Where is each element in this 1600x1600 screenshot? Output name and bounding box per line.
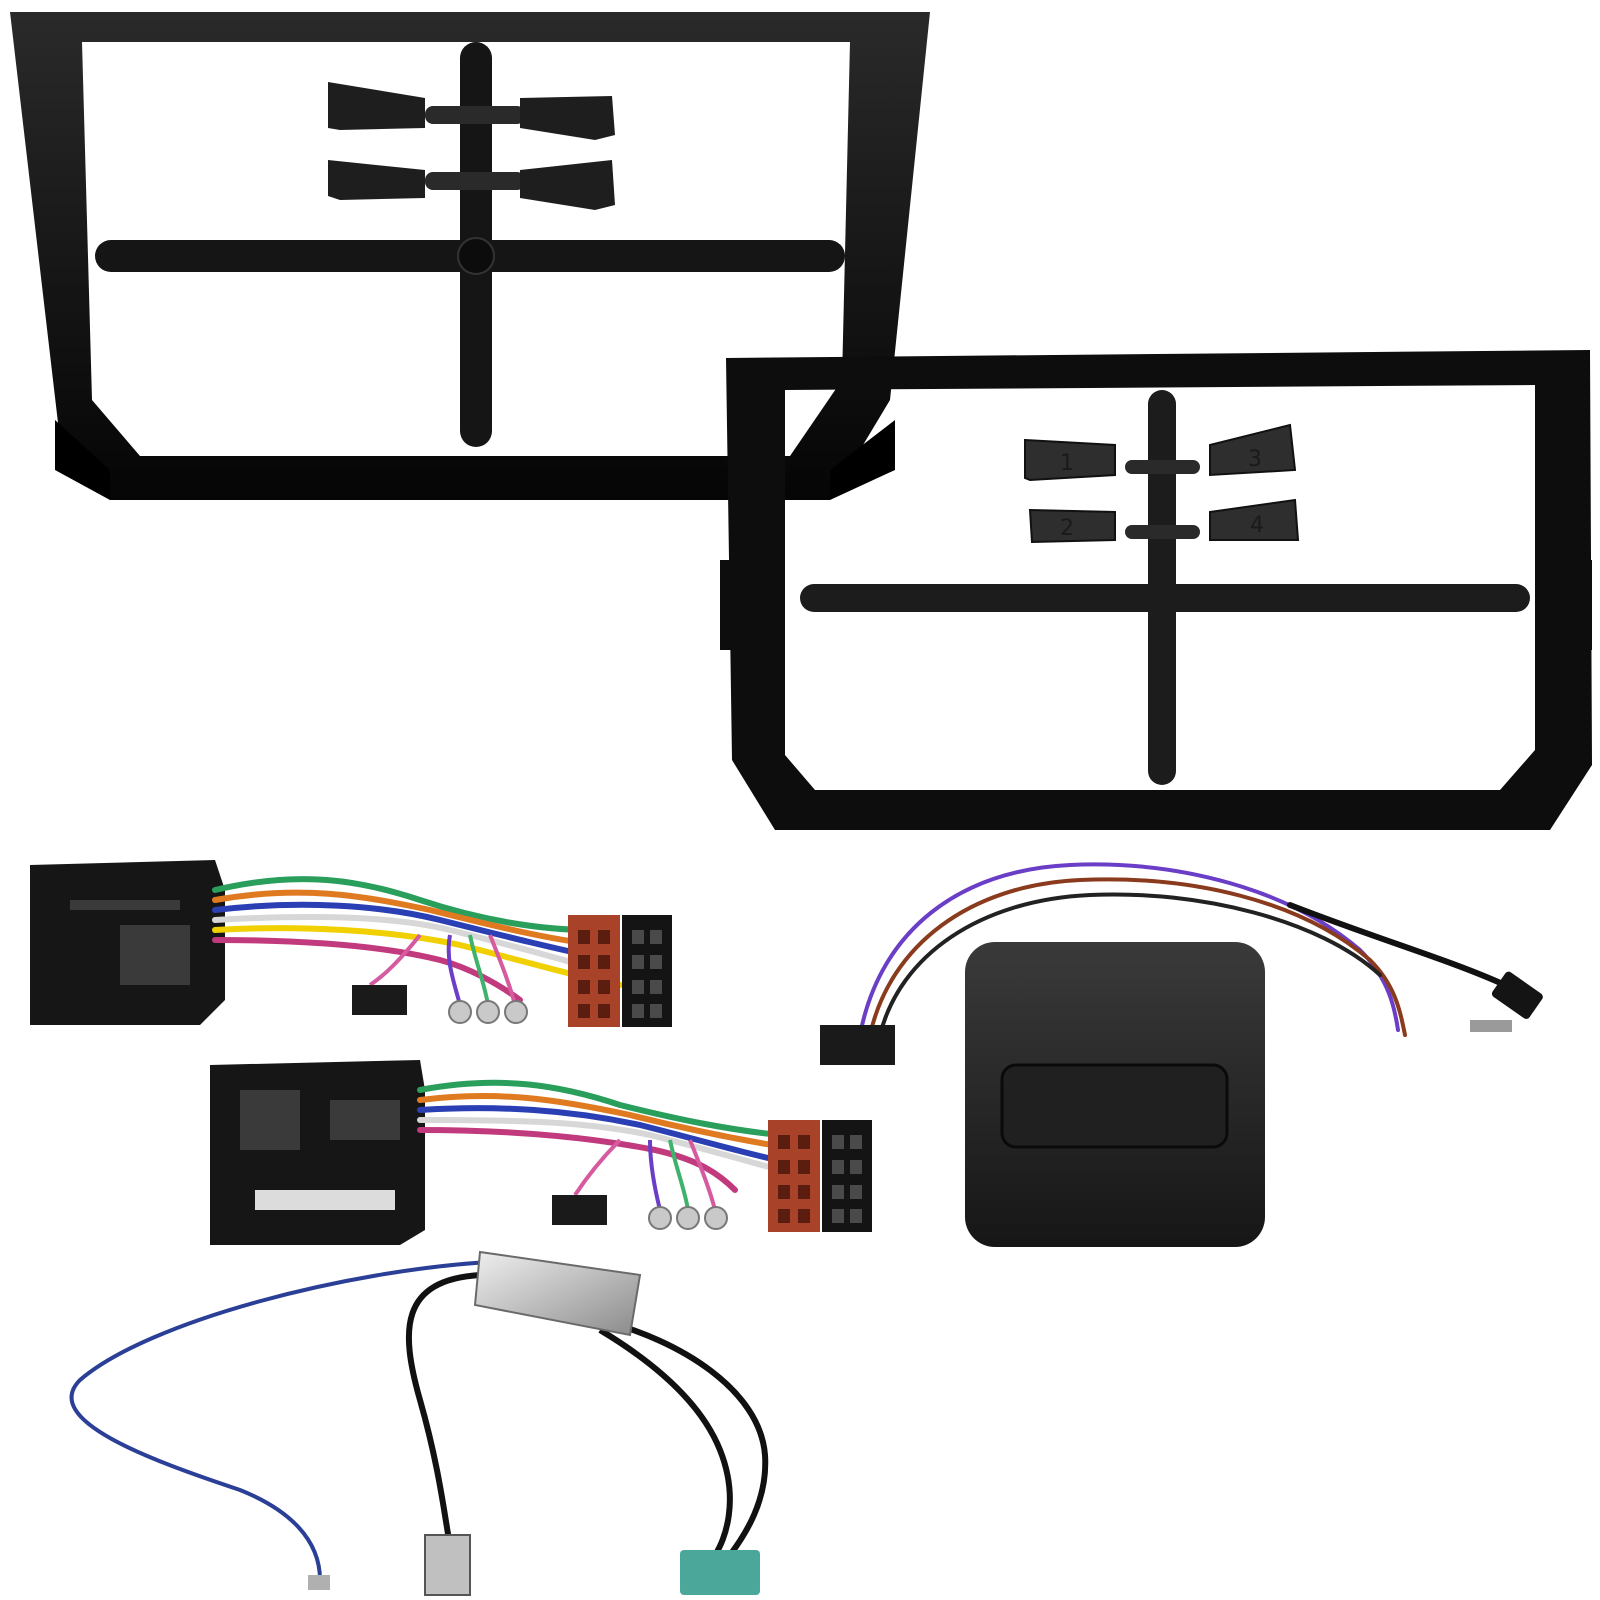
clip-number-4: 4 — [1250, 513, 1264, 538]
wiring-harness-lower — [210, 1060, 872, 1245]
wiring-harness-upper — [30, 860, 672, 1027]
clip-3 — [1209, 423, 1297, 477]
clip-number-1: 1 — [1060, 451, 1074, 476]
clip-1 — [1024, 438, 1116, 482]
clip-2 — [1028, 508, 1116, 544]
front-fascia-panel — [10, 12, 930, 500]
antenna-adapter — [69, 1250, 769, 1596]
clip-number-2: 2 — [1060, 516, 1074, 541]
clip-number-3: 3 — [1248, 447, 1262, 472]
steering-control-interface — [820, 862, 1543, 1247]
rear-mounting-cage: 1 2 3 4 — [720, 350, 1592, 830]
clip-4 — [1209, 498, 1300, 541]
